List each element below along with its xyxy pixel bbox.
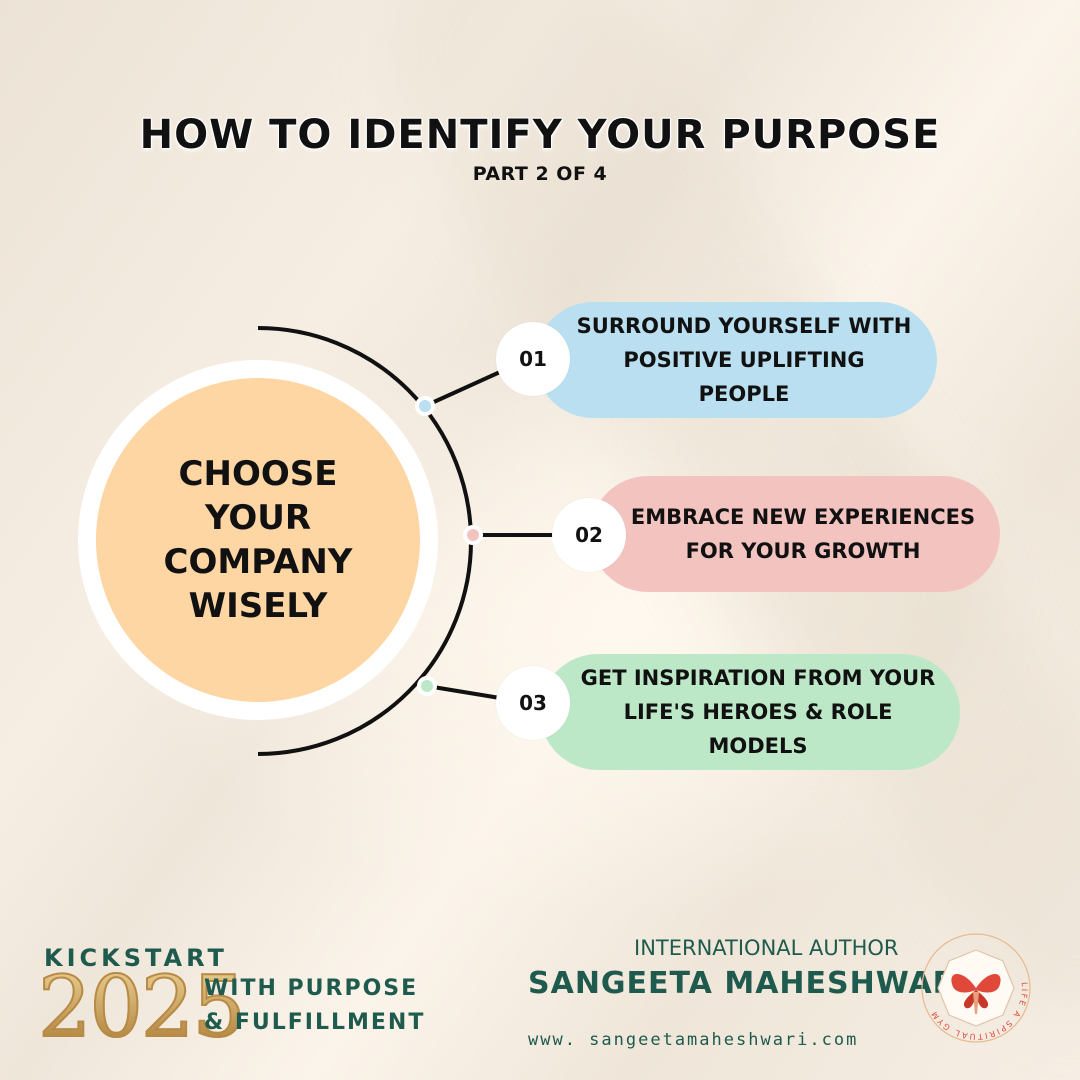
page-title: HOW TO IDENTIFY YOUR PURPOSE [139,112,941,158]
step-pill-1: SURROUND YOURSELF WITH POSITIVE UPLIFTIN… [535,302,937,418]
campaign-line-1: WITH PURPOSE [204,976,419,1001]
step-number-2-label: 02 [575,523,603,547]
step-number-3: 03 [496,666,570,740]
step-text-3: GET INSPIRATION FROM YOUR LIFE'S HEROES … [580,666,936,758]
campaign-year: 2025 [37,957,247,1057]
step-text-2: EMBRACE NEW EXPERIENCES FOR YOUR GROWTH [630,505,976,563]
author-role: INTERNATIONAL AUTHOR [634,936,899,960]
campaign-line-2: & FULFILLMENT [204,1010,426,1035]
kickstart-label: KICKSTART [44,944,228,972]
step-pill-3: GET INSPIRATION FROM YOUR LIFE'S HEROES … [540,654,960,770]
step-text-1: SURROUND YOURSELF WITH POSITIVE UPLIFTIN… [576,314,912,406]
center-circle-text: CHOOSE YOUR COMPANY WISELY [163,454,353,626]
spiritual-gym-logo: LIFE A SPIRITUAL GYM [921,933,1031,1043]
step-dot-1 [415,396,435,416]
page-subtitle: PART 2 OF 4 [472,163,608,185]
step-dot-2 [463,525,483,545]
step-number-1-label: 01 [519,347,547,371]
author-website[interactable]: www. sangeetamaheshwari.com [528,1030,859,1050]
step-pill-2: EMBRACE NEW EXPERIENCES FOR YOUR GROWTH [590,476,1000,592]
step-dot-3 [417,676,437,696]
step-number-3-label: 03 [519,691,547,715]
connector-line-3 [426,684,501,700]
center-circle: CHOOSE YOUR COMPANY WISELY [96,378,420,702]
step-number-1: 01 [496,322,570,396]
connector-line-1 [424,370,501,408]
butterfly-praying-hands-icon [951,973,1001,1014]
author-name: SANGEETA MAHESHWARI [528,966,969,1001]
step-number-2: 02 [552,498,626,572]
logo-outer-ring [921,933,1031,1043]
